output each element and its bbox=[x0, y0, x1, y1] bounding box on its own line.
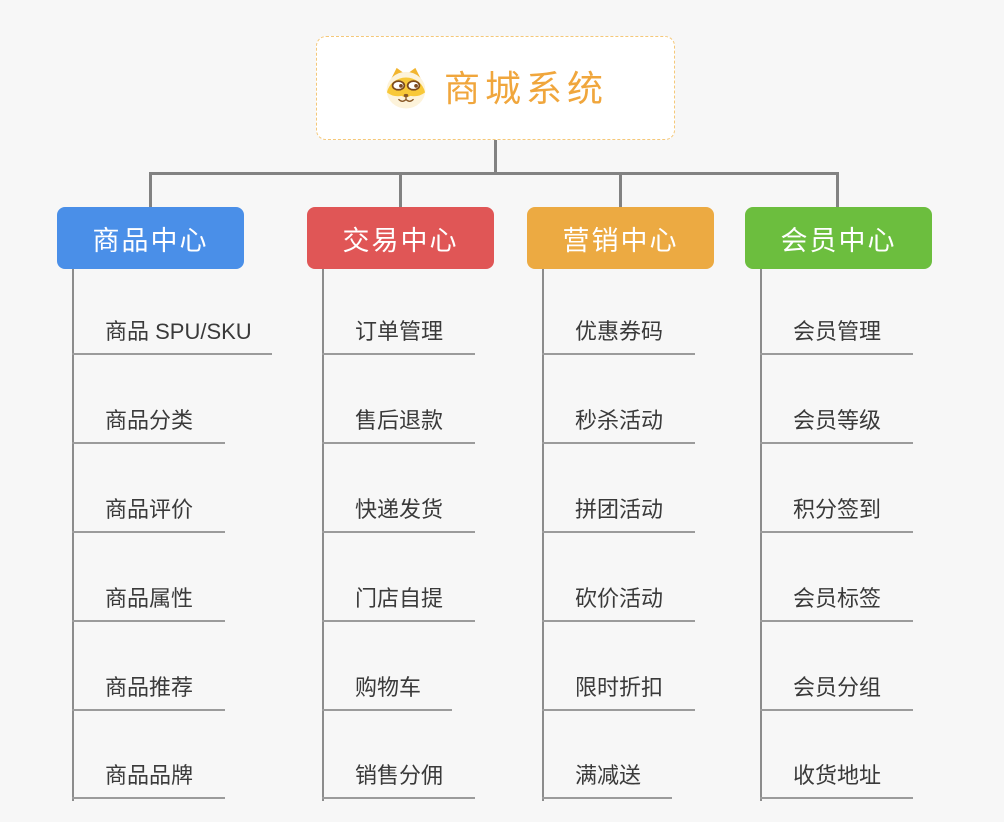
leaf-node[interactable]: 优惠券码 bbox=[542, 309, 695, 355]
branch-node-product-center[interactable]: 商品中心 bbox=[57, 207, 244, 269]
leaf-label: 门店自提 bbox=[355, 586, 444, 611]
leaf-node[interactable]: 快递发货 bbox=[322, 487, 475, 533]
leaf-label: 商品推荐 bbox=[105, 675, 194, 700]
branch-label: 商品中心 bbox=[92, 225, 209, 256]
connector-line bbox=[149, 172, 839, 175]
leaf-label: 收货地址 bbox=[793, 763, 882, 788]
leaf-label: 快递发货 bbox=[355, 497, 444, 522]
leaf-node[interactable]: 会员标签 bbox=[760, 576, 913, 622]
connector-line bbox=[836, 172, 839, 209]
canvas-bottom-strip bbox=[0, 822, 1004, 840]
leaf-node[interactable]: 商品 SPU/SKU bbox=[72, 309, 272, 355]
leaf-node[interactable]: 订单管理 bbox=[322, 309, 475, 355]
connector-line bbox=[619, 172, 622, 209]
leaf-node[interactable]: 购物车 bbox=[322, 665, 452, 711]
leaf-node[interactable]: 收货地址 bbox=[760, 753, 913, 799]
leaf-label: 商品属性 bbox=[105, 586, 194, 611]
leaf-label: 秒杀活动 bbox=[575, 408, 664, 433]
root-node-title: 商城系统 bbox=[443, 68, 608, 109]
leaf-label: 会员分组 bbox=[793, 675, 882, 700]
leaf-label: 商品评价 bbox=[105, 497, 194, 522]
connector-line bbox=[149, 172, 152, 209]
leaf-label: 会员管理 bbox=[793, 319, 882, 344]
root-node[interactable]: 商城系统 bbox=[316, 36, 675, 140]
branch-spine-line bbox=[760, 269, 762, 801]
leaf-node[interactable]: 会员等级 bbox=[760, 398, 913, 444]
connector-line bbox=[399, 172, 402, 209]
leaf-label: 购物车 bbox=[355, 675, 422, 700]
leaf-node[interactable]: 商品评价 bbox=[72, 487, 225, 533]
branch-spine-line bbox=[542, 269, 544, 801]
leaf-label: 优惠券码 bbox=[575, 319, 664, 344]
leaf-label: 商品品牌 bbox=[105, 763, 194, 788]
leaf-label: 满减送 bbox=[575, 763, 642, 788]
leaf-label: 会员标签 bbox=[793, 586, 882, 611]
branch-node-member-center[interactable]: 会员中心 bbox=[745, 207, 932, 269]
branch-node-marketing-center[interactable]: 营销中心 bbox=[527, 207, 714, 269]
leaf-label: 积分签到 bbox=[793, 497, 882, 522]
leaf-node[interactable]: 商品品牌 bbox=[72, 753, 225, 799]
leaf-label: 商品分类 bbox=[105, 408, 194, 433]
leaf-node[interactable]: 满减送 bbox=[542, 753, 672, 799]
leaf-node[interactable]: 积分签到 bbox=[760, 487, 913, 533]
leaf-node[interactable]: 砍价活动 bbox=[542, 576, 695, 622]
leaf-node[interactable]: 拼团活动 bbox=[542, 487, 695, 533]
leaf-label: 限时折扣 bbox=[575, 675, 664, 700]
leaf-label: 拼团活动 bbox=[575, 497, 664, 522]
leaf-node[interactable]: 会员管理 bbox=[760, 309, 913, 355]
leaf-label: 订单管理 bbox=[355, 319, 444, 344]
branch-spine-line bbox=[72, 269, 74, 801]
leaf-label: 售后退款 bbox=[355, 408, 444, 433]
leaf-label: 会员等级 bbox=[793, 408, 882, 433]
leaf-node[interactable]: 售后退款 bbox=[322, 398, 475, 444]
leaf-node[interactable]: 商品推荐 bbox=[72, 665, 225, 711]
leaf-node[interactable]: 商品分类 bbox=[72, 398, 225, 444]
branch-spine-line bbox=[322, 269, 324, 801]
diagram-area: 商城系统 商品中心 交易中心 营销中心 会员中心 商品 SPU/SKU 商品分类… bbox=[57, 36, 932, 801]
branch-label: 营销中心 bbox=[562, 225, 679, 256]
leaf-node[interactable]: 门店自提 bbox=[322, 576, 475, 622]
leaf-node[interactable]: 会员分组 bbox=[760, 665, 913, 711]
branch-label: 交易中心 bbox=[342, 225, 459, 256]
leaf-label: 销售分佣 bbox=[355, 763, 444, 788]
dog-icon bbox=[386, 67, 426, 109]
leaf-label: 商品 SPU/SKU bbox=[105, 319, 252, 344]
leaf-label: 砍价活动 bbox=[575, 586, 664, 611]
leaf-node[interactable]: 销售分佣 bbox=[322, 753, 475, 799]
leaf-node[interactable]: 秒杀活动 bbox=[542, 398, 695, 444]
leaf-node[interactable]: 限时折扣 bbox=[542, 665, 695, 711]
branch-node-trade-center[interactable]: 交易中心 bbox=[307, 207, 494, 269]
branch-label: 会员中心 bbox=[780, 225, 897, 256]
connector-line bbox=[494, 140, 497, 174]
leaf-node[interactable]: 商品属性 bbox=[72, 576, 225, 622]
